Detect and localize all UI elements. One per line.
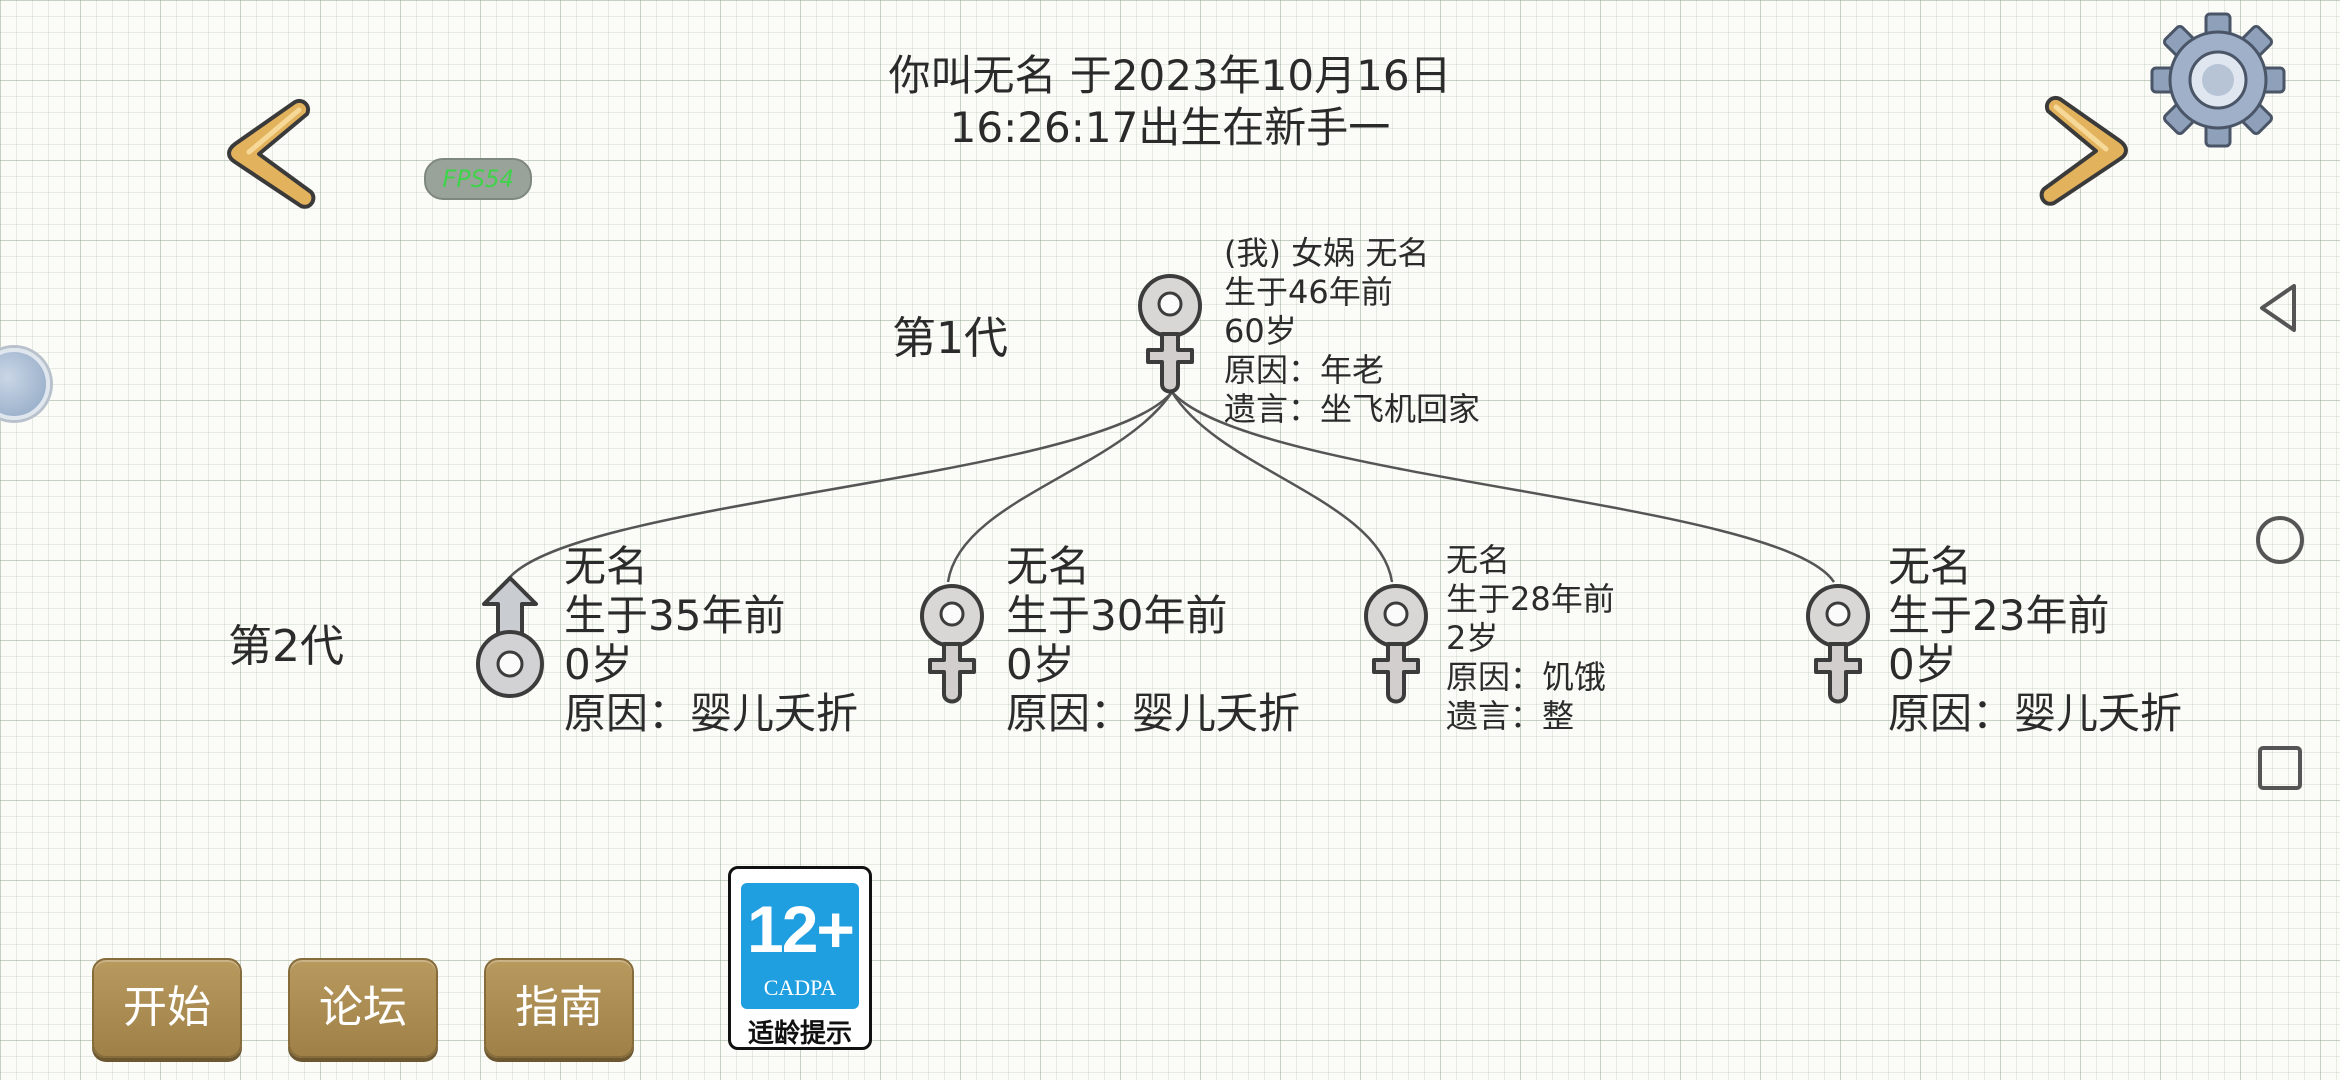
person-info-4: 无名 生于28年前 2岁 原因：饥饿 遗言：整 — [1446, 541, 1615, 736]
page-title: 你叫无名 于2023年10月16日 16:26:17出生在新手一 — [700, 50, 1640, 154]
person-born: 生于28年前 — [1446, 580, 1615, 618]
generation-label-2: 第2代 — [228, 621, 344, 672]
female-icon[interactable] — [1356, 578, 1436, 708]
person-born: 生于23年前 — [1888, 591, 2110, 640]
age-rating-badge: 12+ CADPA 适龄提示 — [728, 866, 872, 1050]
person-info-5: 无名 生于23年前 0岁 原因：婴儿夭折 — [1888, 542, 2182, 738]
person-age: 0岁 — [564, 640, 633, 689]
guide-button[interactable]: 指南 — [484, 958, 634, 1058]
person-info-2: 无名 生于35年前 0岁 原因：婴儿夭折 — [564, 542, 858, 738]
person-cause: 原因：婴儿夭折 — [1006, 689, 1301, 738]
age-rating-number: 12+ — [747, 892, 855, 966]
forum-button[interactable]: 论坛 — [288, 958, 438, 1058]
person-born: 生于46年前 — [1224, 273, 1393, 311]
person-name: 无名 — [1446, 541, 1511, 579]
circle-home-icon[interactable] — [2252, 512, 2308, 568]
person-info-1: (我) 女娲 无名 生于46年前 60岁 原因：年老 遗言：坐飞机回家 — [1224, 234, 1480, 429]
person-name: 无名 — [1006, 542, 1091, 591]
age-rating-panel: 12+ CADPA — [741, 883, 859, 1009]
person-born: 生于35年前 — [564, 591, 786, 640]
start-button[interactable]: 开始 — [92, 958, 242, 1058]
person-info-3: 无名 生于30年前 0岁 原因：婴儿夭折 — [1006, 542, 1300, 738]
chevron-right-icon[interactable] — [2030, 85, 2140, 215]
age-rating-org: CADPA — [763, 975, 837, 1000]
female-icon[interactable] — [1798, 578, 1878, 708]
male-icon[interactable] — [470, 574, 550, 704]
person-cause: 原因：年老 — [1224, 351, 1385, 389]
person-name: 无名 — [1888, 542, 1973, 591]
person-age: 0岁 — [1888, 640, 1957, 689]
gear-icon[interactable] — [2148, 10, 2288, 150]
female-icon[interactable] — [1130, 268, 1210, 398]
title-line-2: 16:26:17出生在新手一 — [949, 103, 1391, 152]
person-last-words: 遗言：坐飞机回家 — [1224, 390, 1481, 428]
person-age: 0岁 — [1006, 640, 1075, 689]
person-name: 无名 — [564, 542, 649, 591]
person-cause: 原因：婴儿夭折 — [564, 689, 859, 738]
title-line-1: 你叫无名 于2023年10月16日 — [888, 51, 1452, 100]
person-age: 2岁 — [1446, 619, 1499, 657]
person-age: 60岁 — [1224, 312, 1297, 350]
person-born: 生于30年前 — [1006, 591, 1228, 640]
triangle-back-icon[interactable] — [2252, 280, 2308, 336]
female-icon[interactable] — [912, 578, 992, 708]
square-recent-icon[interactable] — [2252, 740, 2308, 796]
generation-label-1: 第1代 — [892, 313, 1008, 364]
chevron-left-icon[interactable] — [215, 88, 325, 218]
person-name: (我) 女娲 无名 — [1224, 234, 1430, 272]
person-last-words: 遗言：整 — [1446, 697, 1575, 735]
fps-badge: FPS54 — [424, 158, 532, 200]
floating-ball[interactable] — [0, 348, 50, 420]
person-cause: 原因：婴儿夭折 — [1888, 689, 2183, 738]
age-rating-caption: 适龄提示 — [747, 1019, 852, 1049]
person-cause: 原因：饥饿 — [1446, 658, 1607, 696]
